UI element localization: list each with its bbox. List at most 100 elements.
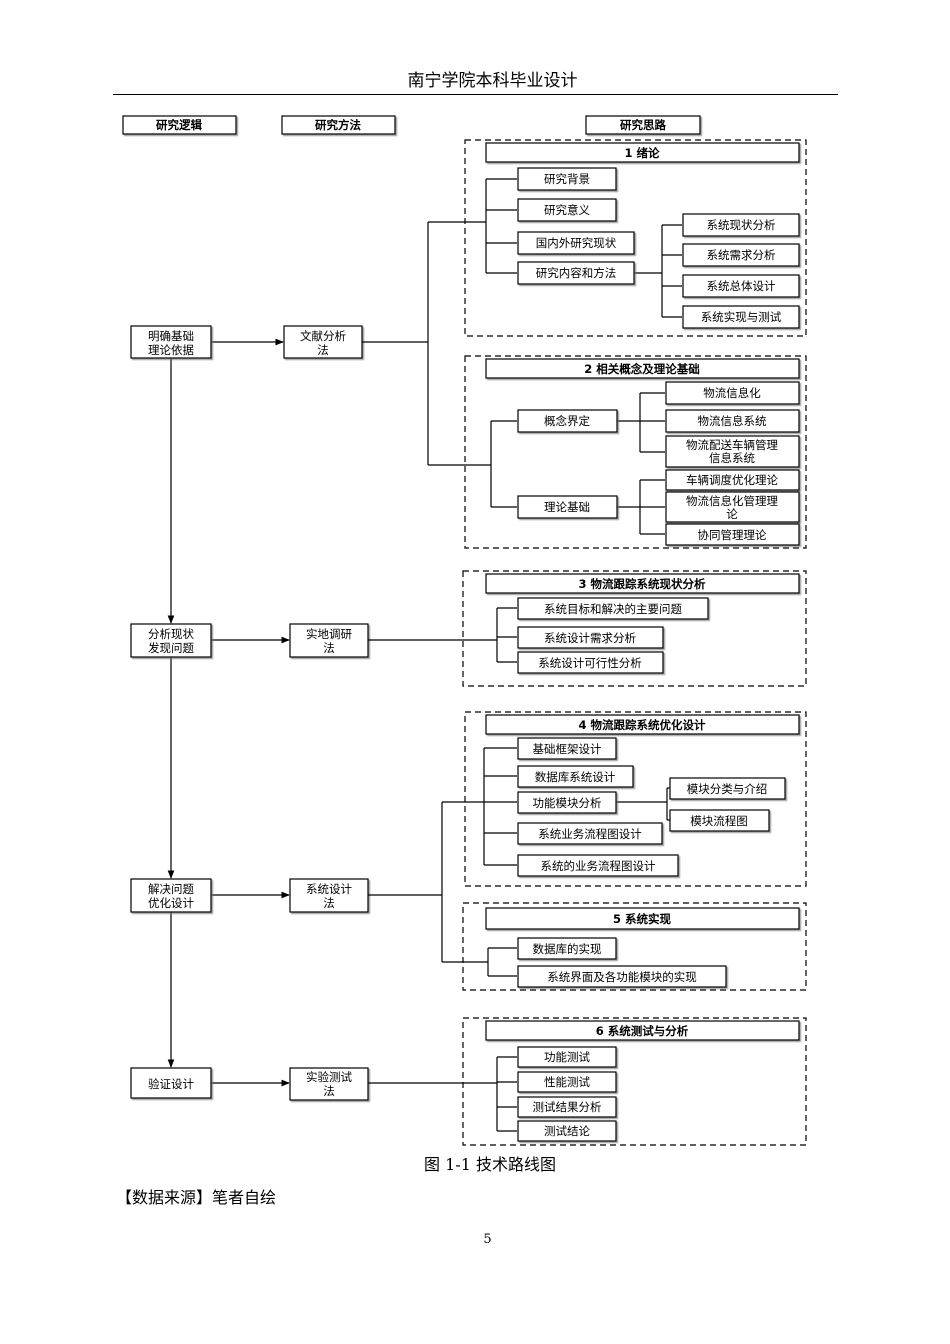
connector-method2 — [368, 607, 517, 663]
method-box-2: 实地调研 法 — [289, 623, 369, 658]
chapter3-item-3: 系统设计可行性分析 — [517, 651, 664, 674]
chapter4-container — [464, 711, 807, 887]
chapter2-title: 2 相关概念及理论基础 — [485, 358, 800, 379]
method-box-3-line2: 法 — [323, 896, 335, 910]
connector-chapter2-groups — [490, 420, 517, 508]
chapter4-item-2-text: 数据库系统设计 — [535, 770, 616, 784]
chapter6-item-2: 性能测试 — [517, 1071, 617, 1093]
logic-box-2-line1: 分析现状 — [148, 627, 194, 641]
chapter2-group-2-label: 理论基础 — [544, 500, 590, 514]
method-box-3-line1: 系统设计 — [306, 882, 352, 896]
column-header-method: 研究方法 — [281, 115, 396, 135]
chapter6-item-2-text: 性能测试 — [544, 1075, 590, 1089]
chapter3-item-2-text: 系统设计需求分析 — [544, 631, 636, 645]
chapter1-item-3-text: 国内外研究现状 — [536, 236, 617, 250]
header-rule — [113, 94, 838, 95]
chapter4-item-5: 系统的业务流程图设计 — [517, 854, 679, 877]
chapter2-item-6: 协同管理理论 — [665, 523, 800, 546]
chapter1-item-1-text: 研究背景 — [544, 172, 590, 186]
chapter1-title: 1 绪论 — [485, 142, 800, 163]
chapter1-item-4-text: 研究内容和方法 — [536, 266, 617, 280]
connector-chapter4-subitems — [616, 787, 697, 821]
chapter3-item-1-text: 系统目标和解决的主要问题 — [544, 602, 682, 616]
logic-box-4-line1: 验证设计 — [148, 1077, 194, 1091]
method-box-4: 实验测试 法 — [289, 1067, 369, 1101]
page-header: 南宁学院本科毕业设计 — [407, 71, 578, 91]
figure-caption: 图 1-1 技术路线图 — [424, 1155, 556, 1174]
chapter2-item-3-line2: 信息系统 — [709, 451, 755, 465]
column-header-logic: 研究逻辑 — [122, 115, 237, 135]
chapter6-item-1-text: 功能测试 — [544, 1050, 590, 1064]
chapter3-item-2: 系统设计需求分析 — [517, 626, 664, 649]
chapter5-container — [462, 902, 807, 991]
chapter3-container — [462, 570, 807, 687]
chapter2-container — [464, 355, 807, 549]
method-box-1-line2: 法 — [317, 343, 329, 357]
chapter1-subitem-2-text: 系统需求分析 — [707, 248, 776, 262]
chapter1-item-3: 国内外研究现状 — [517, 231, 635, 255]
chapter5-item-1-text: 数据库的实现 — [533, 942, 602, 956]
chapter5-title-text: 5 系统实现 — [613, 912, 672, 926]
logic-box-3-line1: 解决问题 — [148, 882, 194, 896]
method-box-4-line2: 法 — [323, 1084, 335, 1098]
chapter6-item-3-text: 测试结果分析 — [533, 1100, 602, 1114]
chapter4-subitem-1: 模块分类与介绍 — [669, 777, 786, 800]
chapter3-title-text: 3 物流跟踪系统现状分析 — [578, 577, 706, 591]
method-box-1-line1: 文献分析 — [300, 329, 346, 343]
chapter2-group-1-label: 概念界定 — [544, 414, 590, 428]
chapter1-subitem-1: 系统现状分析 — [682, 213, 800, 237]
chapter2-item-4-text: 车辆调度优化理论 — [686, 473, 778, 487]
chapter4-item-3: 功能模块分析 — [517, 791, 617, 814]
chapter2-item-6-text: 协同管理理论 — [698, 528, 767, 542]
column-header-idea-label: 研究思路 — [620, 118, 666, 132]
chapter2-item-2-text: 物流信息系统 — [698, 414, 767, 428]
chapter2-title-text: 2 相关概念及理论基础 — [584, 362, 700, 376]
method-box-2-line2: 法 — [323, 641, 335, 655]
chapter1-title-text: 1 绪论 — [624, 146, 660, 160]
chapter1-subitem-4-text: 系统实现与测试 — [701, 310, 782, 324]
connector-chapter4-items — [483, 747, 517, 866]
connector-method1 — [362, 221, 491, 466]
method-box-3: 系统设计 法 — [289, 878, 369, 913]
logic-box-3-line2: 优化设计 — [148, 896, 194, 910]
chapter6-item-1: 功能测试 — [517, 1046, 617, 1068]
chapter4-item-5-text: 系统的业务流程图设计 — [541, 859, 656, 873]
chapter2-item-5-line2: 论 — [726, 507, 738, 521]
chapter1-subitem-3: 系统总体设计 — [682, 274, 800, 298]
chapter2-item-1-text: 物流信息化 — [703, 386, 761, 400]
chapter5-title: 5 系统实现 — [485, 907, 800, 930]
chapter4-item-1-text: 基础框架设计 — [533, 742, 602, 756]
logic-box-1-line2: 理论依据 — [148, 343, 194, 357]
logic-box-3: 解决问题 优化设计 — [130, 878, 212, 913]
logic-box-4: 验证设计 — [130, 1067, 212, 1099]
connector-chapter1-items — [485, 178, 517, 274]
chapter3-item-1: 系统目标和解决的主要问题 — [517, 597, 709, 620]
chapter4-item-2: 数据库系统设计 — [517, 765, 634, 788]
chapter6-title: 6 系统测试与分析 — [485, 1020, 800, 1041]
chapter1-item-1: 研究背景 — [517, 167, 617, 191]
page-number: 5 — [483, 1232, 492, 1247]
chapter1-subitem-3-text: 系统总体设计 — [707, 279, 776, 293]
chapter2-item-2: 物流信息系统 — [665, 409, 800, 433]
chapter2-item-3: 物流配送车辆管理 信息系统 — [665, 435, 800, 468]
method-box-1: 文献分析 法 — [283, 325, 363, 359]
chapter6-item-3: 测试结果分析 — [517, 1096, 617, 1118]
column-header-idea: 研究思路 — [585, 115, 701, 135]
connector-chapter5-items — [487, 947, 517, 977]
logic-box-1-line1: 明确基础 — [148, 329, 194, 343]
chapter4-subitem-2-text: 模块流程图 — [690, 814, 748, 828]
connector-method4 — [368, 1056, 517, 1132]
chapter4-item-3-text: 功能模块分析 — [533, 796, 602, 810]
chapter6-item-4: 测试结论 — [517, 1120, 617, 1142]
chapter2-item-3-line1: 物流配送车辆管理 — [686, 438, 778, 452]
chapter6-title-text: 6 系统测试与分析 — [596, 1024, 689, 1038]
chapter4-subitem-2: 模块流程图 — [669, 809, 770, 832]
chapter1-subitem-4: 系统实现与测试 — [682, 305, 800, 329]
logic-box-1: 明确基础 理论依据 — [130, 325, 212, 359]
connector-chapter2-group1 — [617, 392, 665, 453]
chapter4-title-text: 4 物流跟踪系统优化设计 — [578, 718, 706, 732]
chapter1-item-2: 研究意义 — [517, 198, 617, 222]
chapter3-title: 3 物流跟踪系统现状分析 — [485, 573, 800, 594]
chapter2-item-5: 物流信息化管理理 论 — [665, 491, 800, 523]
logic-box-2-line2: 发现问题 — [148, 641, 194, 655]
